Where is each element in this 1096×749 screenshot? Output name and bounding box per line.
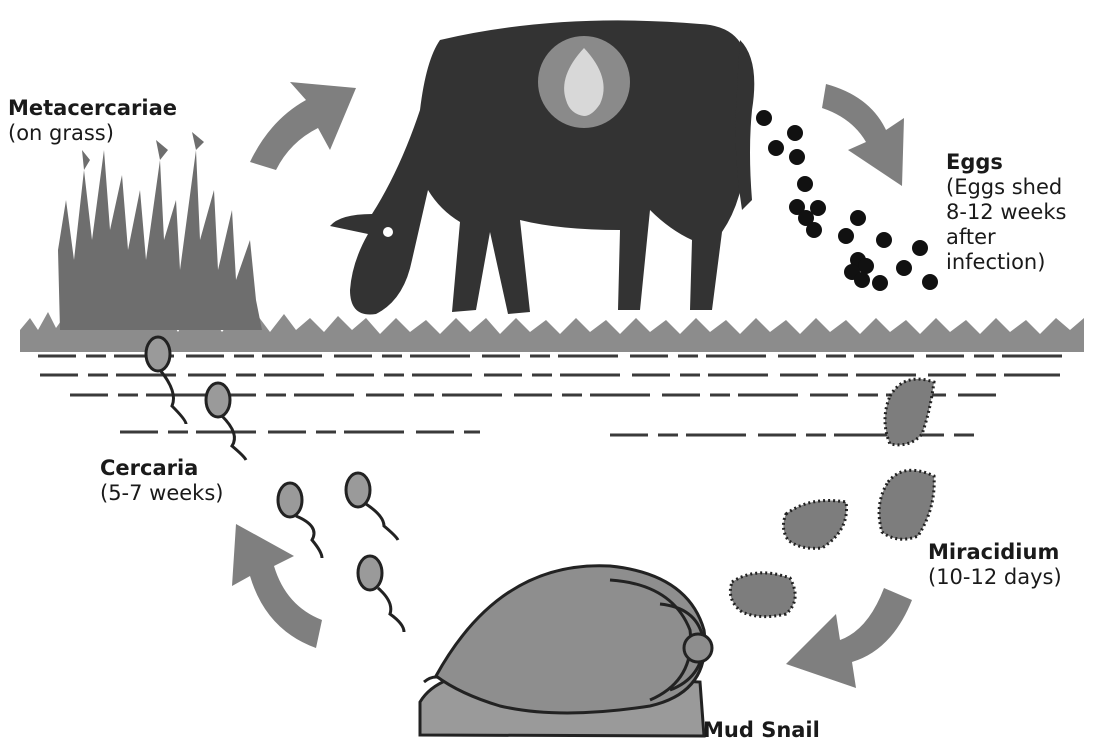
label-miracidium: Miracidium (10-12 days) xyxy=(928,540,1062,590)
arrow-to-eggs xyxy=(822,84,904,186)
label-eggs: Eggs (Eggs shed 8-12 weeks after infecti… xyxy=(946,150,1066,275)
cercaria-subtitle: (5-7 weeks) xyxy=(100,481,223,506)
arrow-to-snail xyxy=(786,588,912,688)
metacercariae-subtitle: (on grass) xyxy=(8,121,177,146)
label-metacercariae: Metacercariae (on grass) xyxy=(8,96,177,146)
label-mud-snail: Mud Snail xyxy=(703,718,820,743)
cow-eye xyxy=(383,227,393,237)
eggs-dots xyxy=(756,110,938,291)
eggs-line-4: infection) xyxy=(946,250,1066,275)
grass-clump xyxy=(58,132,262,330)
mud-snail xyxy=(420,566,712,736)
eggs-title: Eggs xyxy=(946,150,1066,175)
eggs-line-1: (Eggs shed xyxy=(946,175,1066,200)
mud-snail-title: Mud Snail xyxy=(703,718,820,743)
eggs-line-2: 8-12 weeks xyxy=(946,200,1066,225)
arrow-to-cow xyxy=(250,82,356,170)
eggs-line-3: after xyxy=(946,225,1066,250)
miracidium-title: Miracidium xyxy=(928,540,1062,565)
label-cercaria: Cercaria (5-7 weeks) xyxy=(100,456,223,506)
metacercariae-title: Metacercariae xyxy=(8,96,177,121)
liver-fluke-icon xyxy=(538,36,630,128)
cercaria-title: Cercaria xyxy=(100,456,223,481)
miracidium-subtitle: (10-12 days) xyxy=(928,565,1062,590)
miracidium-larvae xyxy=(730,379,934,617)
arrow-to-cercaria xyxy=(232,524,322,648)
